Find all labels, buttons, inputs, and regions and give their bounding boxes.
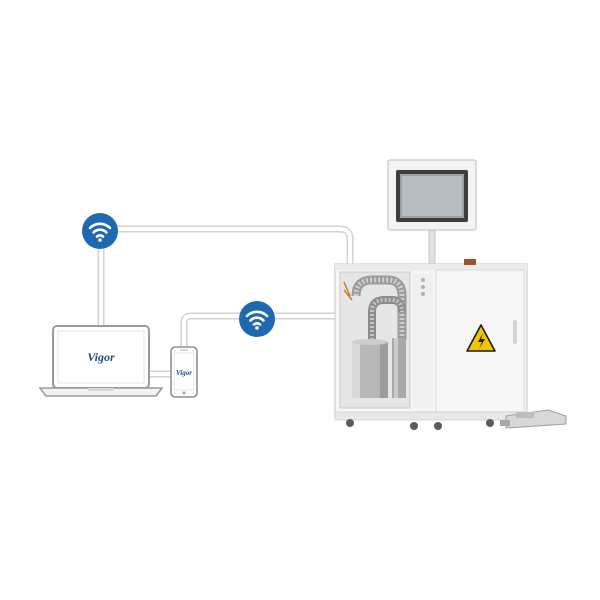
connection-lines — [97, 225, 436, 378]
wifi-icon — [82, 213, 118, 249]
wifi-icon — [239, 301, 275, 337]
smartphone: Vigor — [170, 346, 198, 398]
laptop: Vigor — [38, 325, 164, 397]
laptop-logo-text: Vigor — [87, 350, 115, 364]
high-voltage-warning-icon — [466, 324, 496, 352]
caster-wheels — [346, 419, 494, 430]
phone-logo-text: Vigor — [176, 369, 192, 377]
hmi-touch-screen — [387, 159, 477, 231]
foot-pedal — [500, 409, 567, 429]
machine-cabinet — [334, 259, 528, 430]
